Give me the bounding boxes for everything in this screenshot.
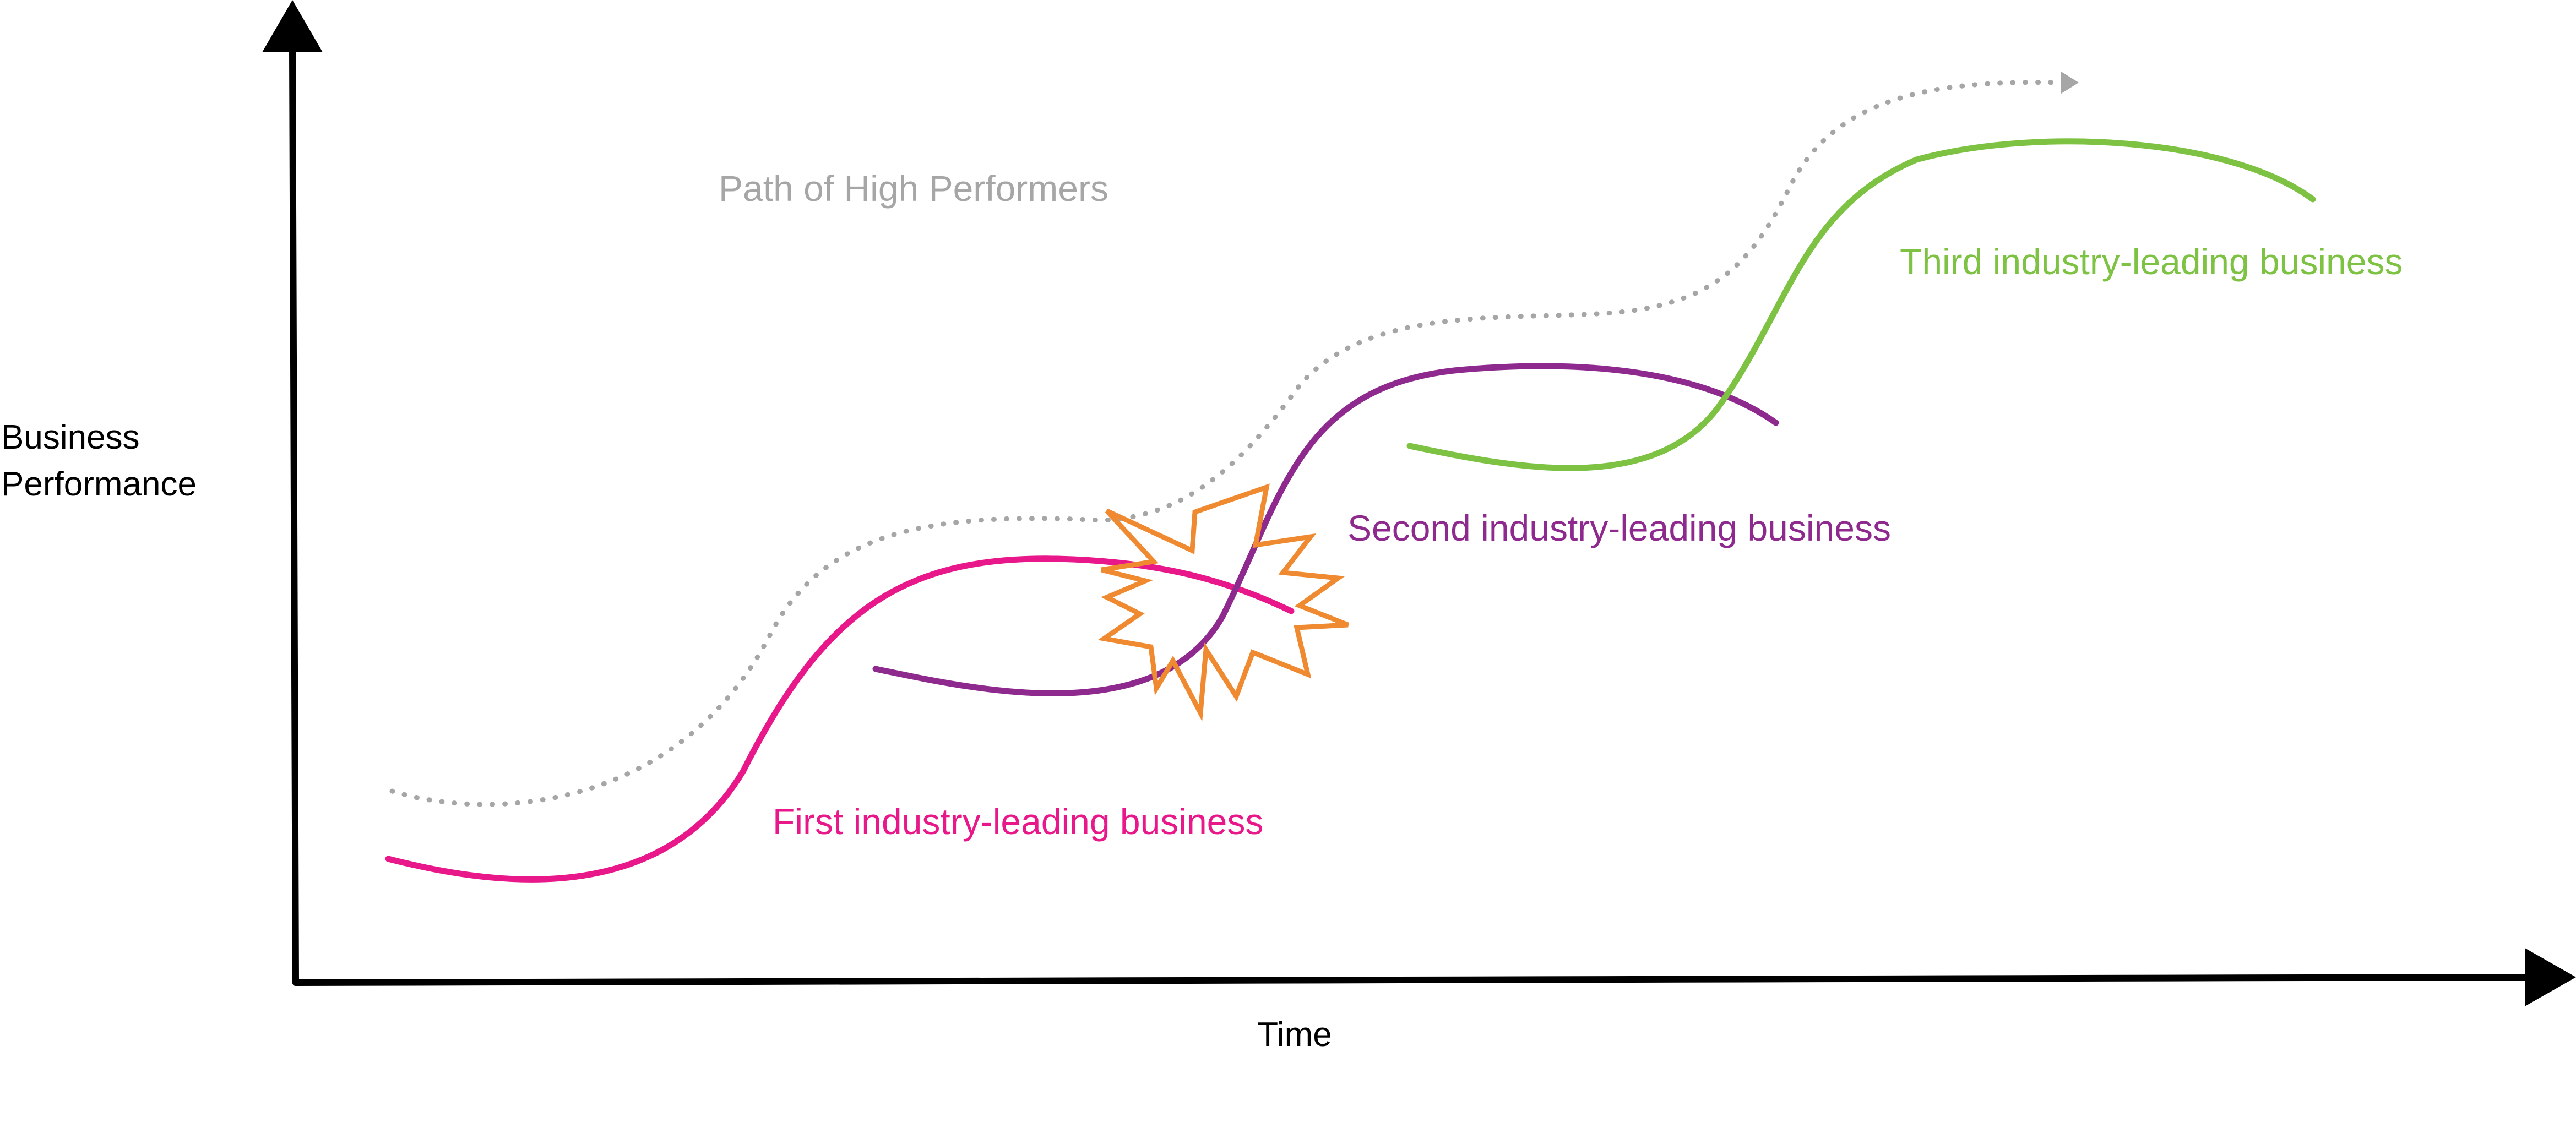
path-of-high-performers-line bbox=[389, 80, 2062, 807]
y-axis-label-line1: Business bbox=[1, 418, 140, 456]
second-business-label: Second industry-leading business bbox=[1347, 508, 1891, 548]
first-business-label: First industry-leading business bbox=[773, 801, 1263, 842]
axes bbox=[262, 0, 2576, 1006]
x-axis-arrowhead bbox=[2525, 948, 2576, 1006]
third-business-label: Third industry-leading business bbox=[1900, 241, 2403, 282]
y-axis-line bbox=[289, 43, 299, 986]
y-axis-label: Business Performance bbox=[1, 418, 197, 503]
y-axis-arrowhead bbox=[262, 0, 323, 52]
second-business-curve bbox=[872, 363, 1779, 696]
third-business-curve bbox=[1406, 138, 2316, 471]
starburst-icon bbox=[1097, 483, 1349, 722]
first-business-curve bbox=[385, 555, 1295, 883]
x-axis-label: Time bbox=[1257, 1016, 1332, 1054]
path-of-high-performers-label: Path of High Performers bbox=[719, 168, 1108, 209]
x-axis-line bbox=[292, 974, 2531, 986]
path-of-high-performers-arrowhead bbox=[2061, 72, 2079, 94]
y-axis-label-line2: Performance bbox=[1, 465, 197, 503]
